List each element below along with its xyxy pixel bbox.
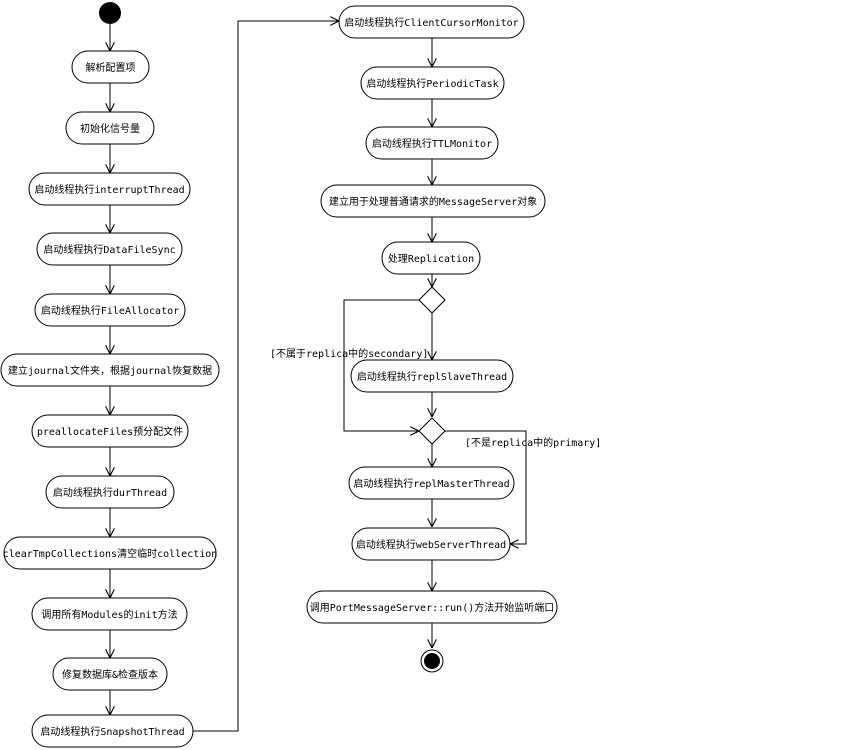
svg-text:启动线程执行webServerThread: 启动线程执行webServerThread — [356, 538, 506, 551]
decision-node — [418, 286, 446, 314]
activity-portmessageserver-run: 调用PortMessageServer::run()方法开始监听端口 — [306, 590, 558, 624]
svg-text:启动线程执行SnapshotThread: 启动线程执行SnapshotThread — [40, 725, 184, 738]
svg-text:建立journal文件夹，根据journal恢复数据: 建立journal文件夹，根据journal恢复数据 — [8, 364, 212, 377]
svg-text:启动线程执行PeriodicTask: 启动线程执行PeriodicTask — [366, 77, 498, 90]
guard-not-secondary: [不属于replica中的secondary] — [270, 347, 428, 360]
svg-text:调用所有Modules的init方法: 调用所有Modules的init方法 — [41, 608, 177, 621]
activity-snapshot-thread: 启动线程执行SnapshotThread — [31, 714, 194, 748]
svg-text:启动线程执行ClientCursorMonitor: 启动线程执行ClientCursorMonitor — [344, 16, 518, 29]
svg-text:建立用于处理普通请求的MessageServer对象: 建立用于处理普通请求的MessageServer对象 — [329, 195, 537, 208]
svg-text:启动线程执行replSlaveThread: 启动线程执行replSlaveThread — [357, 370, 507, 383]
activity-preallocate-files: preallocateFiles预分配文件 — [31, 414, 189, 448]
svg-text:调用PortMessageServer::run()方法开始: 调用PortMessageServer::run()方法开始监听端口 — [310, 601, 555, 614]
svg-text:启动线程执行durThread: 启动线程执行durThread — [53, 486, 167, 499]
svg-text:修复数据库&检查版本: 修复数据库&检查版本 — [62, 668, 158, 681]
activity-durthread: 启动线程执行durThread — [45, 475, 175, 509]
svg-text:clearTmpCollections清空临时collect: clearTmpCollections清空临时collection — [3, 547, 218, 560]
activity-webserverthread: 启动线程执行webServerThread — [351, 527, 511, 561]
svg-text:启动线程执行interruptThread: 启动线程执行interruptThread — [34, 183, 184, 196]
activity-replication: 处理Replication — [381, 241, 481, 275]
activity-ttlmonitor: 启动线程执行TTLMonitor — [365, 126, 499, 160]
svg-text:启动线程执行DataFileSync: 启动线程执行DataFileSync — [43, 243, 175, 256]
activity-journal: 建立journal文件夹，根据journal恢复数据 — [0, 353, 220, 387]
svg-text:启动线程执行FileAllocator: 启动线程执行FileAllocator — [41, 304, 179, 317]
svg-text:启动线程执行TTLMonitor: 启动线程执行TTLMonitor — [372, 137, 492, 150]
activity-periodictask: 启动线程执行PeriodicTask — [360, 66, 505, 100]
activity-replslavethread: 启动线程执行replSlaveThread — [350, 359, 514, 393]
merge-node — [418, 417, 446, 445]
activity-parse-config: 解析配置项 — [71, 50, 150, 84]
activity-replmasterthread: 启动线程执行replMasterThread — [348, 466, 515, 500]
end-node-inner — [424, 653, 440, 669]
svg-text:初始化信号量: 初始化信号量 — [80, 122, 140, 135]
activity-interrupt-thread: 启动线程执行interruptThread — [28, 172, 191, 206]
right-column-flows — [343, 38, 527, 648]
guard-not-primary: [不是replica中的primary] — [465, 436, 601, 449]
svg-text:启动线程执行replMasterThread: 启动线程执行replMasterThread — [353, 477, 509, 490]
left-column-flows — [110, 21, 339, 732]
svg-text:解析配置项: 解析配置项 — [86, 61, 136, 74]
activity-repair-database: 修复数据库&检查版本 — [52, 657, 168, 691]
svg-text:处理Replication: 处理Replication — [388, 253, 474, 265]
start-node — [99, 2, 121, 24]
activity-init-semaphore: 初始化信号量 — [65, 111, 155, 145]
activity-modules-init: 调用所有Modules的init方法 — [31, 597, 188, 631]
activity-clientcursormonitor: 启动线程执行ClientCursorMonitor — [338, 5, 525, 39]
svg-text:preallocateFiles预分配文件: preallocateFiles预分配文件 — [37, 425, 183, 438]
activity-fileallocator: 启动线程执行FileAllocator — [34, 293, 186, 327]
activity-datafilesync: 启动线程执行DataFileSync — [36, 232, 183, 266]
activity-messageserver: 建立用于处理普通请求的MessageServer对象 — [320, 184, 546, 218]
activity-clear-tmp-collections: clearTmpCollections清空临时collection — [3, 536, 218, 570]
